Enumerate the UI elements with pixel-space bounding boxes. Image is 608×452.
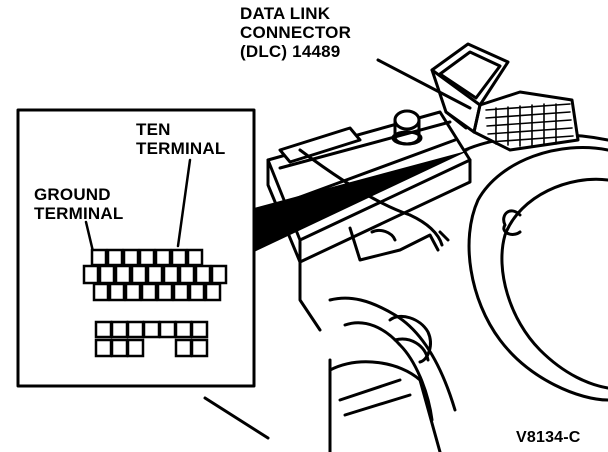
battery-post [391,109,423,146]
connector-face-upper [82,248,228,302]
dlc-label-line-1: DATA LINK [240,4,331,23]
hose [328,296,457,452]
dlc-label: DATA LINK CONNECTOR (DLC) 14489 [240,4,351,61]
ground-terminal-label-line-1: GROUND [34,185,111,204]
dlc-pin-grid [485,103,574,147]
ten-terminal-leader [176,158,192,248]
callout-wedge [254,150,470,252]
dlc-connector [430,42,580,152]
dlc-leader-line [376,58,472,110]
figure-id-label: V8134-C [516,429,581,446]
ground-terminal-label-line-2: TERMINAL [34,204,124,223]
ten-terminal-label: TEN TERMINAL [136,120,225,158]
ten-terminal-label-line-2: TERMINAL [136,139,226,158]
dlc-label-line-2: CONNECTOR [240,23,352,42]
ground-terminal-label: GROUND TERMINAL [34,185,123,223]
engine-component [463,133,608,402]
ten-terminal-label-line-1: TEN [136,120,171,139]
connector-face-lower [94,320,209,358]
inset-leader-line [203,396,270,440]
dlc-label-line-3: (DLC) 14489 [240,42,341,61]
